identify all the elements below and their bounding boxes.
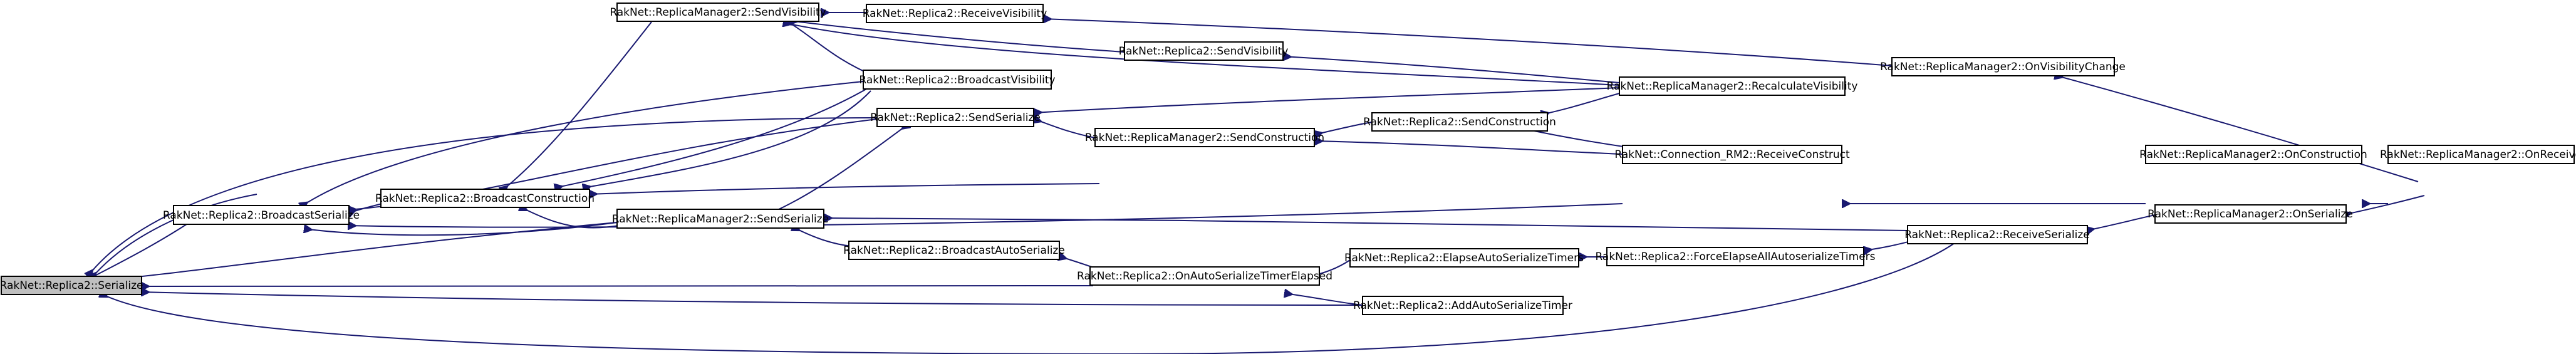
edge-broadcast-serialize-to-serialize	[88, 219, 195, 279]
node-on-auto-serialize-timer[interactable]: RakNet::Replica2::OnAutoSerializeTimerEl…	[1077, 266, 1332, 286]
edge-receive-serialize-to-send-serialize-rm	[824, 218, 1908, 231]
edge-send-construction-rm-to-broadcast-construction	[589, 183, 1100, 194]
node-force-elapse-label: RakNet::Replica2::ForceElapseAllAutoseri…	[1595, 251, 1875, 263]
node-send-construction-rm-label: RakNet::ReplicaManager2::SendConstructio…	[1085, 132, 1324, 144]
edge-on-receive-to-on-visibility-change	[2055, 75, 2419, 182]
node-on-visibility-change[interactable]: RakNet::ReplicaManager2::OnVisibilityCha…	[1880, 57, 2126, 76]
node-broadcast-serialize[interactable]: RakNet::Replica2::BroadcastSerialize	[163, 205, 360, 225]
node-receive-construct[interactable]: RakNet::Connection_RM2::ReceiveConstruct	[1614, 145, 1850, 164]
node-broadcast-serialize-label: RakNet::Replica2::BroadcastSerialize	[163, 209, 360, 222]
node-send-construction-rm[interactable]: RakNet::ReplicaManager2::SendConstructio…	[1085, 128, 1324, 147]
edge-send-visibility-r2-to-send-visibility-rm	[789, 21, 1125, 53]
edge-send-construction-rm-to-send-serialize-r2	[1034, 119, 1096, 138]
node-receive-visibility-label: RakNet::Replica2::ReceiveVisibility	[863, 8, 1047, 20]
edge-broadcast-visibility-to-broadcast-serialize	[301, 81, 864, 207]
edge-send-serialize-rm-to-broadcast-serialize	[304, 222, 618, 236]
node-send-construction-r2[interactable]: RakNet::Replica2::SendConstruction	[1363, 112, 1556, 132]
node-broadcast-auto-serialize[interactable]: RakNet::Replica2::BroadcastAutoSerialize	[843, 241, 1065, 260]
edge-broadcast-construction-to-serialize	[91, 194, 257, 279]
edge-recalculate-visibility-to-send-construction-r2	[1541, 90, 1629, 115]
node-on-visibility-change-label: RakNet::ReplicaManager2::OnVisibilityCha…	[1880, 61, 2126, 73]
node-send-serialize-r2-label: RakNet::Replica2::SendSerialize	[870, 112, 1041, 124]
node-serialize-label: RakNet::Replica2::Serialize	[0, 279, 143, 292]
edge-receive-construct-to-send-construction-rm	[1314, 141, 1623, 155]
edge-broadcast-auto-serialize-to-send-serialize-rm	[792, 227, 853, 247]
node-on-auto-serialize-timer-label: RakNet::Replica2::OnAutoSerializeTimerEl…	[1077, 270, 1332, 283]
node-add-auto-serialize-timer[interactable]: RakNet::Replica2::AddAutoSerializeTimer	[1353, 296, 1572, 315]
node-on-serialize-label: RakNet::ReplicaManager2::OnSerialize	[2148, 208, 2353, 221]
node-send-visibility-r2[interactable]: RakNet::Replica2::SendVisibility	[1119, 41, 1289, 61]
edge-recalculate-visibility-to-send-serialize-r2	[1034, 87, 1620, 113]
node-send-visibility-rm-label: RakNet::ReplicaManager2::SendVisibility	[610, 6, 826, 19]
node-send-visibility-rm[interactable]: RakNet::ReplicaManager2::SendVisibility	[610, 3, 826, 22]
node-on-construction[interactable]: RakNet::ReplicaManager2::OnConstruction	[2139, 145, 2367, 164]
node-broadcast-visibility[interactable]: RakNet::Replica2::BroadcastVisibility	[859, 70, 1056, 90]
node-broadcast-construction-label: RakNet::Replica2::BroadcastConstruction	[375, 192, 595, 205]
node-receive-serialize[interactable]: RakNet::Replica2::ReceiveSerialize	[1904, 225, 2090, 244]
node-elapse-auto-serialize-label: RakNet::Replica2::ElapseAutoSerializeTim…	[1344, 252, 1584, 264]
edge-broadcast-visibility-to-broadcast-construction	[554, 86, 871, 188]
edge-on-receive-to-on-serialize	[2343, 195, 2425, 215]
edge-add-auto-serialize-timer-to-on-auto-serialize-timer	[1284, 293, 1363, 306]
edge-receive-construct-to-broadcast-serialize	[348, 203, 1623, 227]
node-receive-construct-label: RakNet::Connection_RM2::ReceiveConstruct	[1614, 148, 1850, 161]
node-on-construction-label: RakNet::ReplicaManager2::OnConstruction	[2139, 148, 2367, 161]
edge-on-serialize-to-receive-serialize	[2086, 214, 2156, 231]
node-force-elapse[interactable]: RakNet::Replica2::ForceElapseAllAutoseri…	[1595, 247, 1876, 266]
edge-broadcast-visibility-to-broadcast-construction-2	[583, 90, 871, 188]
node-on-receive-label: RakNet::ReplicaManager2::OnReceive	[2380, 148, 2576, 161]
node-send-visibility-r2-label: RakNet::Replica2::SendVisibility	[1119, 45, 1289, 58]
node-broadcast-auto-serialize-label: RakNet::Replica2::BroadcastAutoSerialize	[843, 244, 1065, 257]
node-elapse-auto-serialize[interactable]: RakNet::Replica2::ElapseAutoSerializeTim…	[1344, 248, 1584, 268]
node-send-serialize-rm[interactable]: RakNet::ReplicaManager2::SendSerialize	[612, 209, 829, 229]
edge-receive-serialize-to-force-elapse	[1864, 241, 1911, 251]
edge-on-visibility-change-to-receive-visibility	[1043, 19, 1893, 66]
node-recalculate-visibility[interactable]: RakNet::ReplicaManager2::RecalculateVisi…	[1607, 76, 1858, 96]
edge-send-serialize-rm-to-send-serialize-r2	[770, 124, 908, 214]
edge-send-visibility-rm-to-broadcast-construction	[501, 21, 652, 191]
edge-send-serialize-r2-to-serialize	[88, 117, 878, 276]
node-send-serialize-r2[interactable]: RakNet::Replica2::SendSerialize	[870, 108, 1041, 127]
node-recalculate-visibility-label: RakNet::ReplicaManager2::RecalculateVisi…	[1607, 80, 1858, 93]
edge-add-auto-serialize-timer-to-serialize	[141, 292, 1363, 306]
edge-broadcast-visibility-to-send-visibility-rm	[786, 21, 878, 78]
node-on-serialize[interactable]: RakNet::ReplicaManager2::OnSerialize	[2148, 204, 2353, 224]
node-send-construction-r2-label: RakNet::Replica2::SendConstruction	[1363, 116, 1556, 128]
node-broadcast-construction[interactable]: RakNet::Replica2::BroadcastConstruction	[375, 189, 595, 208]
edge-recalculate-visibility-to-send-visibility-r2	[1283, 56, 1620, 83]
node-serialize[interactable]: RakNet::Replica2::Serialize	[0, 276, 143, 295]
edge-send-construction-r2-to-send-construction-rm	[1314, 122, 1373, 135]
node-receive-serialize-label: RakNet::Replica2::ReceiveSerialize	[1904, 229, 2090, 241]
node-broadcast-visibility-label: RakNet::Replica2::BroadcastVisibility	[859, 74, 1055, 86]
edges	[88, 13, 2425, 354]
node-send-serialize-rm-label: RakNet::ReplicaManager2::SendSerialize	[612, 213, 829, 226]
node-add-auto-serialize-timer-label: RakNet::Replica2::AddAutoSerializeTimer	[1353, 299, 1572, 312]
node-receive-visibility[interactable]: RakNet::Replica2::ReceiveVisibility	[863, 4, 1047, 23]
node-on-receive[interactable]: RakNet::ReplicaManager2::OnReceive	[2380, 145, 2576, 164]
nodes: RakNet::Replica2::Serialize RakNet::Repl…	[0, 3, 2576, 315]
